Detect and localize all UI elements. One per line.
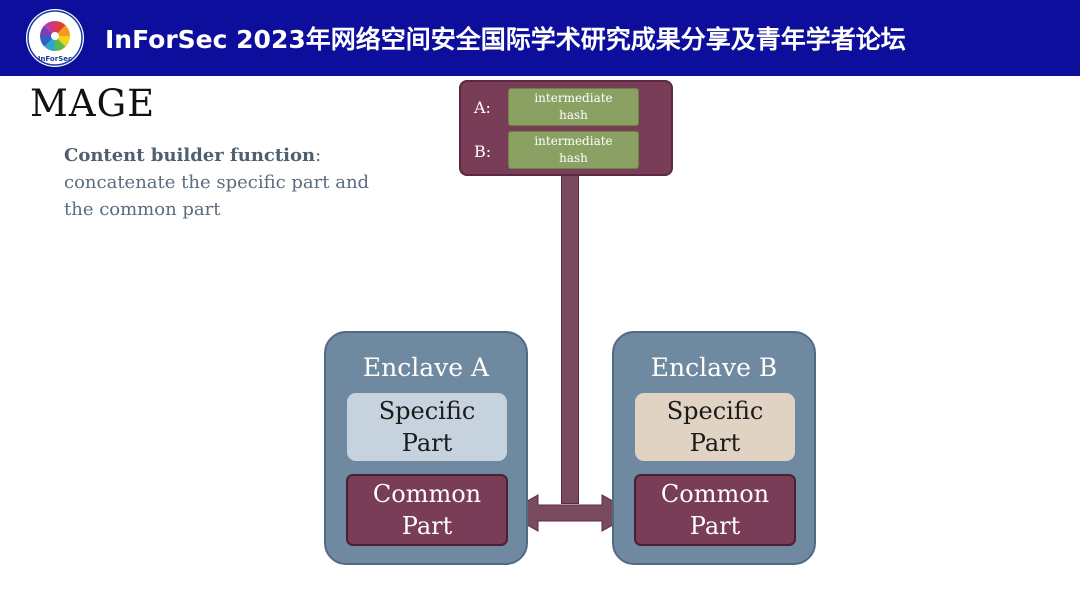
hash-a-line-1: intermediate <box>534 91 613 105</box>
logo-text: InForSec <box>38 55 72 63</box>
enclave-b-common-part: Common Part <box>634 474 796 546</box>
enclave-a-title: Enclave A <box>362 353 490 382</box>
enclave-b-specific-part: Specific Part <box>635 393 795 461</box>
connector-shaft <box>561 174 579 504</box>
enclave-b: Enclave B Specific Part Common Part <box>612 331 816 565</box>
specific-line-1: Specific <box>666 397 764 425</box>
common-line-1: Common <box>660 480 770 508</box>
description-colon: : <box>315 145 322 166</box>
description-line-2: concatenate the specific part and <box>64 172 370 193</box>
description: Content builder function: concatenate th… <box>64 142 424 223</box>
enclave-b-title: Enclave B <box>650 353 778 382</box>
slide-title: MAGE <box>30 82 156 125</box>
hash-label-b: B: <box>474 142 492 161</box>
logo-emblem-icon: InForSec <box>27 10 83 66</box>
description-line-1: Content builder function: <box>64 142 424 169</box>
specific-line-2: Part <box>401 429 453 457</box>
intermediate-hash-a: intermediate hash <box>508 88 639 126</box>
specific-line-1: Specific <box>378 397 476 425</box>
inforsec-logo: InForSec <box>26 9 84 67</box>
header-banner: InForSec InForSec 2023年网络空间安全国际学术研究成果分享及… <box>0 0 1080 76</box>
common-line-2: Part <box>689 512 741 540</box>
enclave-a-specific-part: Specific Part <box>347 393 507 461</box>
intermediate-hash-box: A: intermediate hash B: intermediate has… <box>459 80 673 176</box>
specific-line-2: Part <box>689 429 741 457</box>
enclave-a-common-part: Common Part <box>346 474 508 546</box>
banner-title: InForSec 2023年网络空间安全国际学术研究成果分享及青年学者论坛 <box>105 25 906 54</box>
common-line-1: Common <box>372 480 482 508</box>
intermediate-hash-b: intermediate hash <box>508 131 639 169</box>
hash-a-line-2: hash <box>559 108 588 122</box>
hash-label-a: A: <box>474 98 491 117</box>
description-line-3: the common part <box>64 199 221 220</box>
description-bold: Content builder function <box>64 145 316 166</box>
common-line-2: Part <box>401 512 453 540</box>
enclave-a: Enclave A Specific Part Common Part <box>324 331 528 565</box>
hash-b-line-2: hash <box>559 151 588 165</box>
hash-b-line-1: intermediate <box>534 134 613 148</box>
